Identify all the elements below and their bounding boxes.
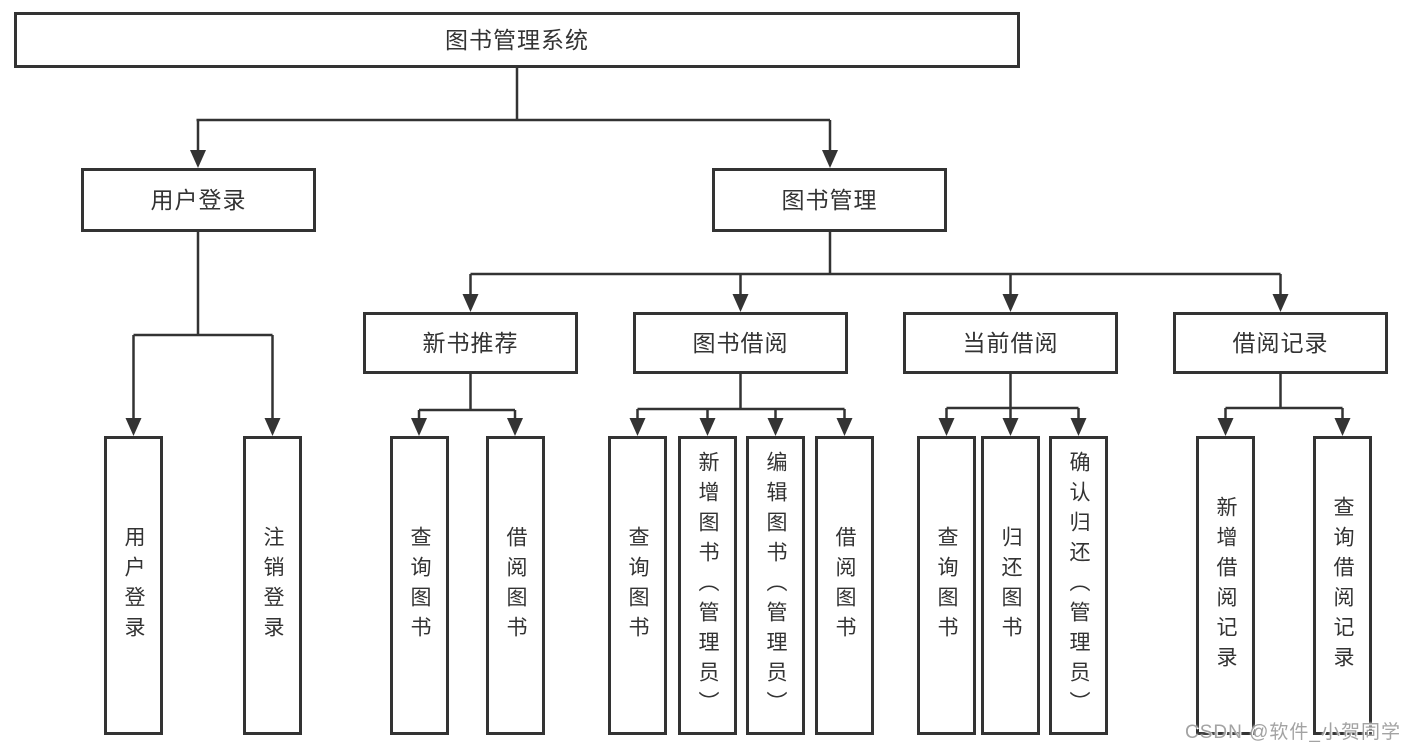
node-book-borrow: 图书借阅: [633, 312, 848, 374]
leaf-confirm-return-admin: 确认归还（管理员）: [1049, 436, 1108, 735]
leaf-edit-book-admin: 编辑图书（管理员）: [746, 436, 805, 735]
leaf-query-books-borrow: 查询图书: [608, 436, 667, 735]
node-new-book-recommend: 新书推荐: [363, 312, 578, 374]
leaf-add-borrow-record: 新增借阅记录: [1196, 436, 1255, 735]
node-user-login: 用户登录: [81, 168, 316, 232]
node-current-borrow: 当前借阅: [903, 312, 1118, 374]
leaf-borrow-books-recommend: 借阅图书: [486, 436, 545, 735]
leaf-logout: 注销登录: [243, 436, 302, 735]
leaf-query-books-current: 查询图书: [917, 436, 976, 735]
leaf-add-book-admin: 新增图书（管理员）: [678, 436, 737, 735]
leaf-query-books-recommend: 查询图书: [390, 436, 449, 735]
leaf-query-borrow-record: 查询借阅记录: [1313, 436, 1372, 735]
leaf-user-login: 用户登录: [104, 436, 163, 735]
node-root: 图书管理系统: [14, 12, 1020, 68]
node-borrow-record: 借阅记录: [1173, 312, 1388, 374]
watermark: CSDN @软件_小贺同学: [1185, 722, 1401, 743]
leaf-return-book: 归还图书: [981, 436, 1040, 735]
leaf-borrow-books: 借阅图书: [815, 436, 874, 735]
node-book-management: 图书管理: [712, 168, 947, 232]
